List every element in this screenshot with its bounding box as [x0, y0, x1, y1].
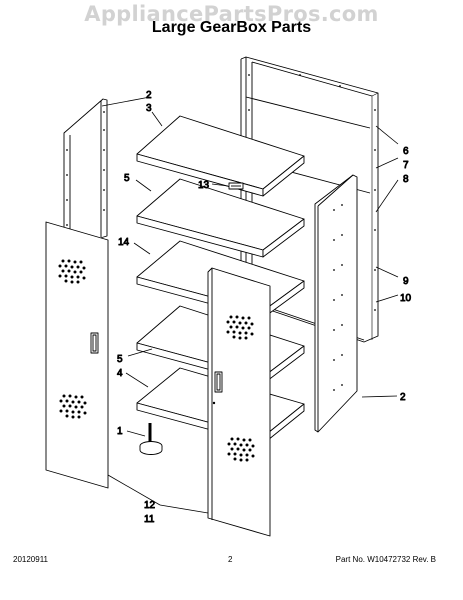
- bracket-part: [228, 182, 244, 190]
- callout-12: 12: [144, 500, 156, 511]
- shelf-second: [136, 178, 305, 258]
- callout-4: 4: [117, 368, 123, 379]
- leveling-foot: [139, 423, 163, 455]
- footer-page-number: 2: [228, 555, 233, 564]
- callout-10: 10: [400, 293, 412, 304]
- footer-date: 20120911: [13, 555, 48, 564]
- callout-2: 2: [400, 392, 406, 403]
- vent-pattern-upper: [58, 259, 86, 284]
- callout-11: 11: [144, 514, 155, 525]
- callout-7: 7: [403, 160, 409, 171]
- vent-pattern-lower: [59, 394, 87, 419]
- leader-lines: [101, 96, 399, 514]
- right-side-panel: [314, 174, 358, 433]
- callout-8: 8: [403, 174, 409, 185]
- callout-3: 3: [146, 103, 152, 114]
- vent-pattern-lower: [227, 437, 255, 462]
- callout-5: 5: [124, 173, 130, 184]
- callout-9: 9: [403, 276, 409, 287]
- callout-13: 13: [198, 180, 210, 191]
- left-side-panel: [63, 98, 108, 248]
- callout-2: 2: [146, 90, 152, 101]
- vent-pattern-upper: [226, 315, 254, 340]
- page-title: Large GearBox Parts: [151, 19, 312, 36]
- callout-6: 6: [403, 146, 409, 157]
- watermark: AppliancePartsPros.com: [84, 2, 379, 26]
- callout-1: 1: [117, 426, 123, 437]
- right-door: [207, 267, 271, 537]
- footer-part-number: Part No. W10472732 Rev. B: [335, 555, 436, 564]
- callout-14: 14: [118, 237, 130, 248]
- left-door: [45, 221, 109, 489]
- callout-5: 5: [117, 354, 123, 365]
- callout-labels: 2 3 5 13 14 5 4 1 12 11 6 7 8 9 10 2: [117, 90, 412, 526]
